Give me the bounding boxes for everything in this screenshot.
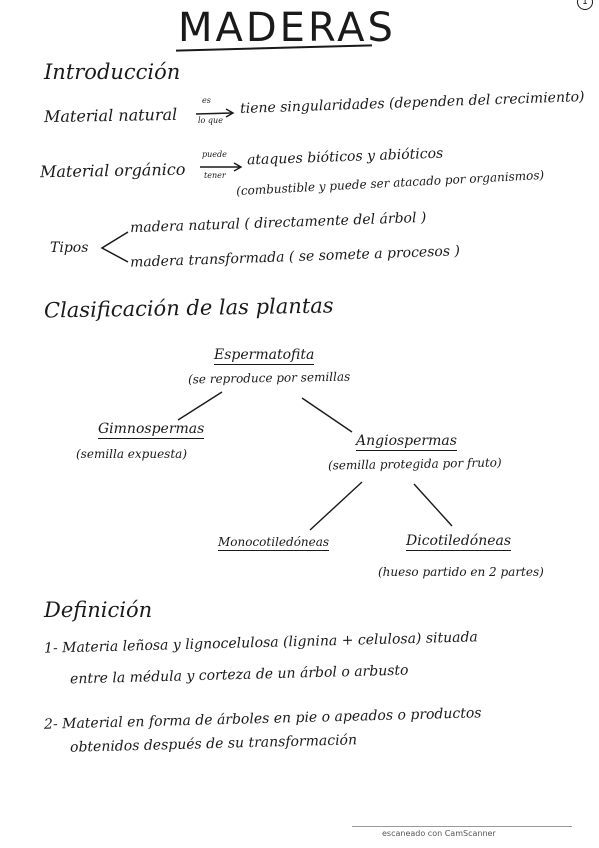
class-right-title: Angiospermas (356, 433, 457, 451)
tipos-bracket (100, 231, 129, 263)
tipos-item-transformada: madera transformada ( se somete a proces… (129, 243, 461, 271)
page-title: MADERAS (178, 5, 396, 51)
definition-heading: Definición (44, 598, 153, 622)
definition-item1-line2: entre la médula y corteza de un árbol o … (69, 662, 409, 688)
tree-line-root-left (177, 391, 223, 421)
intro-line1-right: tiene singularidades (dependen del creci… (239, 88, 585, 118)
tree-line-root-right (301, 397, 353, 433)
class-left-title: Gimnospermas (98, 421, 205, 439)
class-right-sub: (semilla protegida por fruto) (327, 455, 502, 473)
tipos-item-natural: madera natural ( directamente del árbol … (129, 209, 427, 237)
intro-line2-arrow-bottom: tener (204, 171, 226, 180)
intro-arrowhead-1 (225, 108, 235, 118)
intro-line2-left: Material orgánico (39, 159, 186, 182)
intro-line1-left: Material natural (43, 104, 178, 127)
scanner-footer: escaneado con CamScanner (382, 829, 496, 838)
classification-heading: Clasificación de las plantas (43, 293, 334, 323)
intro-heading: Introducción (44, 60, 181, 84)
tipos-label: Tipos (50, 240, 89, 256)
intro-line2-arrow-top: puede (202, 150, 227, 159)
tree-line-right-monocot (309, 481, 363, 531)
intro-line1-arrow-top: es (202, 96, 211, 105)
class-root-title: Espermatofita (214, 347, 315, 365)
footer-divider (352, 826, 572, 827)
definition-item1-line1: 1- Materia leñosa y lignocelulosa (ligni… (43, 629, 479, 657)
class-left-sub: (semilla expuesta) (76, 447, 187, 461)
definition-item2-line2: obtenidos después de su transformación (69, 732, 358, 756)
page-number-circle: 1 (577, 0, 593, 10)
intro-line2-sub: (combustible y puede ser atacado por org… (235, 167, 545, 199)
class-dicot-title: Dicotiledóneas (406, 533, 512, 551)
intro-line1-arrow-bottom: lo que (198, 116, 223, 125)
class-monocot-title: Monocotiledóneas (218, 535, 330, 551)
intro-line2-right: ataques bióticos y abióticos (246, 145, 444, 169)
page-number: 1 (582, 0, 588, 7)
class-root-sub: (se reproduce por semillas (187, 369, 351, 387)
tree-line-right-dicot (413, 483, 453, 527)
class-dicot-sub: (hueso partido en 2 partes) (378, 565, 544, 579)
definition-item2-line1: 2- Material en forma de árboles en pie o… (43, 705, 482, 733)
intro-arrowhead-2 (233, 162, 243, 172)
intro-arrow-1 (195, 112, 233, 115)
